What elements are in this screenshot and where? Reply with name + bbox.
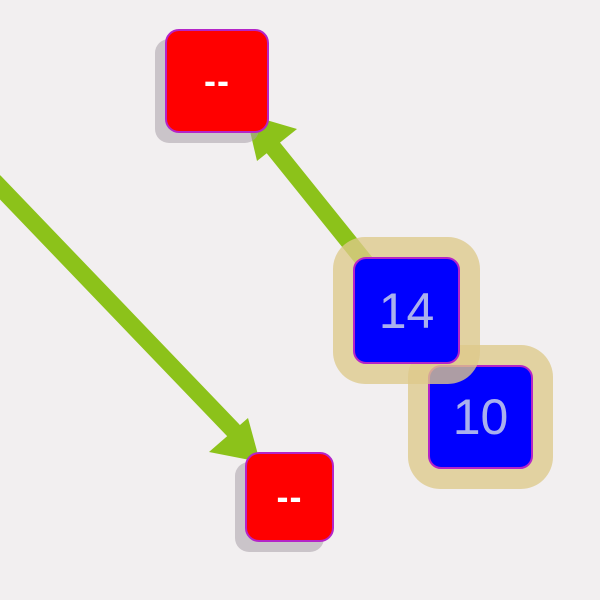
red-tile-bottom-label: -- (276, 476, 303, 517)
red-tile-bottom[interactable]: -- (245, 452, 334, 542)
red-tile-top-label: -- (204, 60, 230, 101)
blue-tile-10[interactable]: 10 (428, 365, 533, 469)
blue-tile-14-value: 14 (378, 282, 435, 339)
arrow-shaft (262, 136, 379, 277)
blue-tile-10-value: 10 (452, 389, 509, 445)
move-arrow-left (0, 175, 260, 462)
move-arrow-right (246, 114, 379, 277)
blue-tile-14[interactable]: 14 (353, 257, 460, 364)
red-tile-top[interactable]: -- (165, 29, 269, 133)
arrow-shaft (0, 175, 242, 439)
